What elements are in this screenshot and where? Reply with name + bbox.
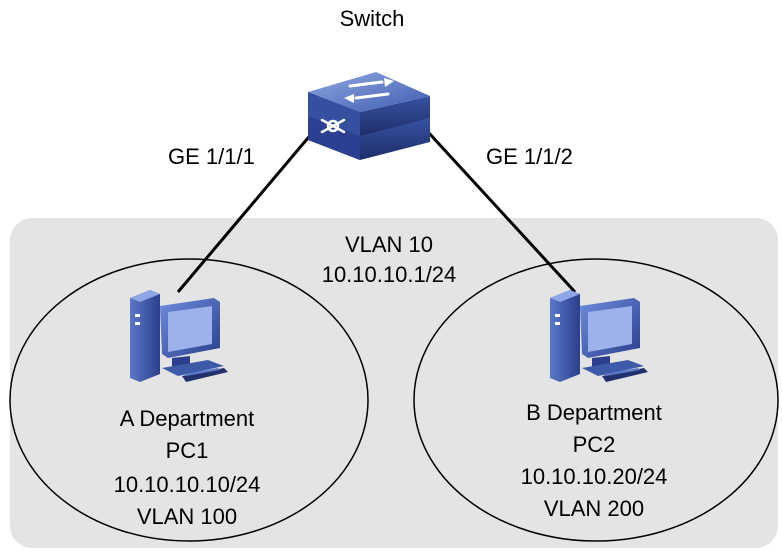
- department-b-name: B Department: [526, 400, 662, 425]
- pc2-desktop-icon: [550, 290, 648, 382]
- department-a-ip: 10.10.10.10/24: [113, 472, 261, 497]
- switch-label: Switch: [339, 6, 405, 31]
- department-a-pc: PC1: [165, 438, 209, 463]
- department-a-ellipse: [9, 258, 369, 542]
- port-label-right: GE 1/1/2: [486, 144, 573, 169]
- department-b-pc: PC2: [572, 432, 616, 457]
- department-a-name: A Department: [119, 406, 255, 431]
- department-a-vlan: VLAN 100: [136, 504, 238, 529]
- vlan-ip-label: 10.10.10.1/24: [321, 262, 457, 287]
- port-label-left: GE 1/1/1: [168, 144, 255, 169]
- network-switch-icon: [308, 72, 430, 160]
- vlan-label: VLAN 10: [344, 232, 434, 257]
- department-b-vlan: VLAN 200: [543, 496, 645, 521]
- link-ge-1-1-1: [176, 131, 315, 293]
- link-ge-1-1-2: [426, 130, 577, 294]
- pc1-desktop-icon: [130, 290, 228, 382]
- department-b-ip: 10.10.10.20/24: [520, 464, 668, 489]
- department-b-ellipse: [413, 258, 779, 542]
